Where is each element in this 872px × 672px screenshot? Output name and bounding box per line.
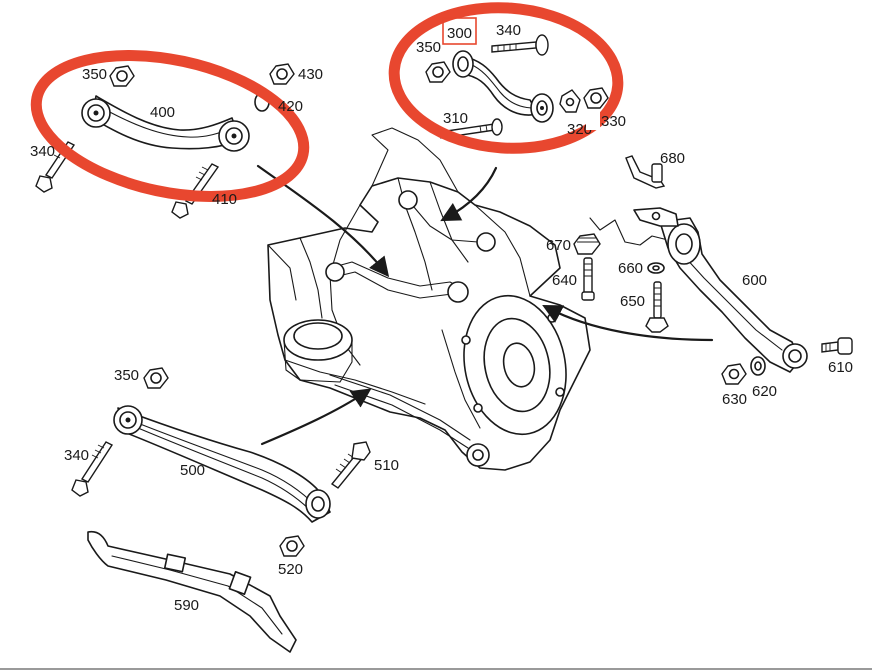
label-640: 640 (552, 272, 577, 289)
part-510-bolt (330, 441, 371, 489)
label-430: 430 (298, 66, 323, 83)
hub-carrier (267, 127, 591, 471)
label-300: 300 (447, 25, 472, 42)
label-650: 650 (620, 293, 645, 310)
part-630-nut (721, 363, 747, 385)
part-350-nut-a (109, 65, 135, 87)
label-350-lower: 350 (114, 367, 139, 384)
part-340-bolt-b (491, 34, 549, 56)
leader-600 (542, 304, 714, 342)
part-350-nut-b (425, 61, 451, 83)
highlight-circle-400 (30, 50, 310, 202)
part-660-washer (647, 262, 665, 274)
part-320-washer (559, 89, 581, 113)
part-500-lower-arm (113, 405, 331, 523)
highlight-box-300 (442, 17, 477, 45)
label-310: 310 (443, 110, 468, 127)
label-510: 510 (374, 457, 399, 474)
part-620-washer (750, 356, 766, 376)
label-680: 680 (660, 150, 685, 167)
part-300-camber-arm (452, 50, 554, 123)
part-610-bolt (821, 337, 853, 355)
label-350-top-middle: 350 (416, 39, 441, 56)
part-340-bolt-c (71, 441, 114, 497)
highlight-circle-300 (388, 2, 624, 154)
part-650-bolt (645, 281, 669, 333)
label-400: 400 (150, 104, 175, 121)
label-630: 630 (722, 391, 747, 408)
part-430-nut (269, 63, 295, 85)
label-520: 520 (278, 561, 303, 578)
part-590-bracket (87, 530, 297, 653)
label-610: 610 (828, 359, 853, 376)
part-670-nut (573, 233, 601, 255)
label-620: 620 (752, 383, 777, 400)
label-340-lower: 340 (64, 447, 89, 464)
label-590: 590 (174, 597, 199, 614)
part-330-nut (583, 87, 609, 109)
part-680-clip (625, 155, 666, 189)
part-350-nut-c (143, 367, 169, 389)
leader-500 (260, 388, 372, 446)
label-mask (586, 110, 600, 130)
part-640-bolt (581, 257, 595, 301)
label-340-left: 340 (30, 143, 55, 160)
label-420: 420 (278, 98, 303, 115)
label-600: 600 (742, 272, 767, 289)
label-660: 660 (618, 260, 643, 277)
label-670: 670 (546, 237, 571, 254)
part-400-upper-arm (81, 95, 250, 152)
label-500: 500 (180, 462, 205, 479)
label-350-top-left: 350 (82, 66, 107, 83)
label-320: 320 (567, 121, 592, 138)
leader-400 (256, 164, 390, 278)
part-600-arm (633, 207, 808, 373)
label-410: 410 (212, 191, 237, 208)
part-520-nut (279, 535, 305, 557)
label-330: 330 (601, 113, 626, 130)
label-340-top: 340 (496, 22, 521, 39)
bottom-border (0, 668, 872, 670)
leader-300 (440, 166, 498, 222)
